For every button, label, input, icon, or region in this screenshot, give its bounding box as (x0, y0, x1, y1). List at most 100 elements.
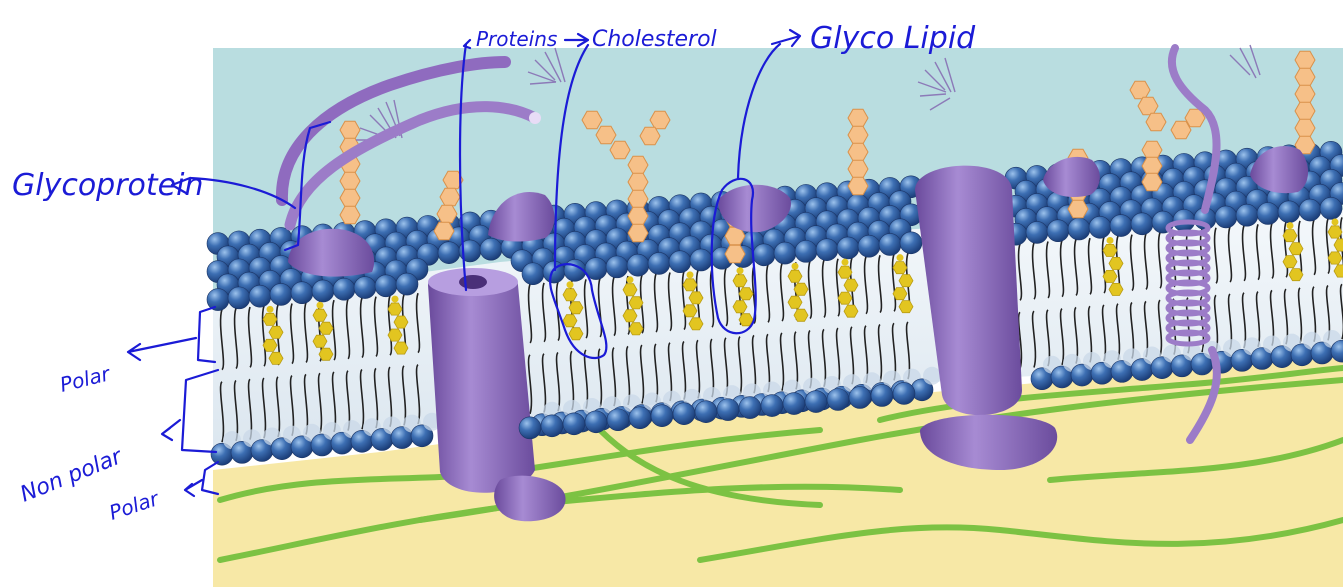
cholesterol-ring (844, 305, 858, 317)
label-proteins: Proteins (476, 27, 557, 51)
cholesterol-ring (388, 303, 402, 315)
cholesterol-ring (893, 288, 907, 300)
phospholipid-head (1026, 221, 1048, 243)
sugar-unit (440, 188, 460, 205)
phospholipid-head (270, 283, 292, 305)
cholesterol-ring (629, 297, 643, 309)
cholesterol-ring (739, 288, 753, 300)
cholesterol-ring (899, 275, 913, 287)
cholesterol-ring (844, 279, 858, 291)
sugar-unit (725, 245, 745, 262)
phospholipid-head (774, 242, 796, 264)
cholesterol-ring (683, 305, 697, 317)
cholesterol-ring (1103, 244, 1117, 256)
cholesterol-ring (623, 310, 637, 322)
cholesterol-ring (319, 322, 333, 334)
cholesterol-head (687, 271, 694, 278)
phospholipid-head (858, 235, 880, 257)
carbohydrate-chain (848, 109, 868, 194)
phospholipid-head (1131, 213, 1153, 235)
cholesterol-ring (1328, 252, 1342, 264)
cholesterol-arrow-head (565, 34, 588, 46)
phospholipid-head (753, 244, 775, 266)
sugar-unit (848, 126, 868, 143)
cholesterol-ring (1109, 257, 1123, 269)
phospholipid-head (837, 237, 859, 259)
cholesterol-head (1107, 237, 1114, 244)
phospholipid-head (1236, 204, 1258, 226)
cholesterol-ring (629, 323, 643, 335)
sugar-unit (1295, 119, 1315, 136)
cholesterol-ring (893, 262, 907, 274)
sugar-unit (1295, 85, 1315, 102)
phospholipid-head (585, 411, 607, 433)
phospholipid-head (1299, 199, 1321, 221)
cholesterol-ring (569, 328, 583, 340)
cholesterol-ring (733, 275, 747, 287)
sugar-unit (650, 111, 670, 128)
sugar-unit (1142, 157, 1162, 174)
label-polar-bottom: Polar (106, 486, 163, 525)
phospholipid-head (695, 401, 717, 423)
sugar-unit (1142, 141, 1162, 158)
non-polar-arrow (162, 420, 180, 440)
non-polar-bracket (182, 370, 218, 452)
phospholipid-head (1089, 216, 1111, 238)
cholesterol-ring (269, 326, 283, 338)
phospholipid-head (879, 233, 901, 255)
phospholipid-head (629, 407, 651, 429)
phospholipid-head (207, 289, 229, 311)
sugar-unit (628, 190, 648, 207)
polar-top-bracket (198, 307, 215, 362)
glycolipid-arrow (772, 30, 800, 46)
sugar-unit (582, 111, 602, 128)
sugar-unit (340, 172, 360, 189)
cholesterol-head (897, 254, 904, 261)
cholesterol-ring (733, 301, 747, 313)
cholesterol-head (627, 276, 634, 283)
phospholipid-head (893, 382, 915, 404)
cholesterol-ring (794, 283, 808, 295)
sugar-unit (1295, 102, 1315, 119)
phospholipid-head (606, 256, 628, 278)
cholesterol-ring (263, 313, 277, 325)
cholesterol-ring (1289, 269, 1303, 281)
sugar-unit (596, 126, 616, 143)
cholesterol-head (1332, 218, 1339, 225)
phospholipid-head (648, 252, 670, 274)
sugar-unit (1295, 51, 1315, 68)
sugar-unit (434, 222, 454, 239)
cholesterol-head (267, 306, 274, 313)
polar-bottom-arrow (185, 480, 202, 496)
cholesterol-head (737, 267, 744, 274)
phospholipid-head (607, 409, 629, 431)
cholesterol-ring (563, 315, 577, 327)
polar-top-arrow (128, 338, 196, 360)
phospholipid-head (354, 277, 376, 299)
phospholipid-head (291, 282, 313, 304)
sugar-unit (1146, 113, 1166, 130)
phospholipid-head (333, 278, 355, 300)
sugar-unit (340, 206, 360, 223)
phospholipid-head (651, 405, 673, 427)
phospholipid-head (1320, 197, 1342, 219)
sugar-unit (628, 173, 648, 190)
phospholipid-head (228, 287, 250, 309)
phospholipid-head (438, 242, 460, 264)
phospholipid-head (312, 280, 334, 302)
phospholipid-head (900, 232, 922, 254)
phospholipid-head (717, 399, 739, 421)
cholesterol-ring (794, 309, 808, 321)
cholesterol-ring (623, 284, 637, 296)
cholesterol-head (792, 263, 799, 270)
cholesterol-ring (569, 302, 583, 314)
phospholipid-head (871, 384, 893, 406)
sugar-unit (437, 205, 457, 222)
phospholipid-head (849, 386, 871, 408)
cholesterol-ring (739, 314, 753, 326)
cholesterol-ring (788, 270, 802, 282)
cholesterol-head (392, 296, 399, 303)
phospholipid-head (795, 240, 817, 262)
phospholipid-head (783, 393, 805, 415)
